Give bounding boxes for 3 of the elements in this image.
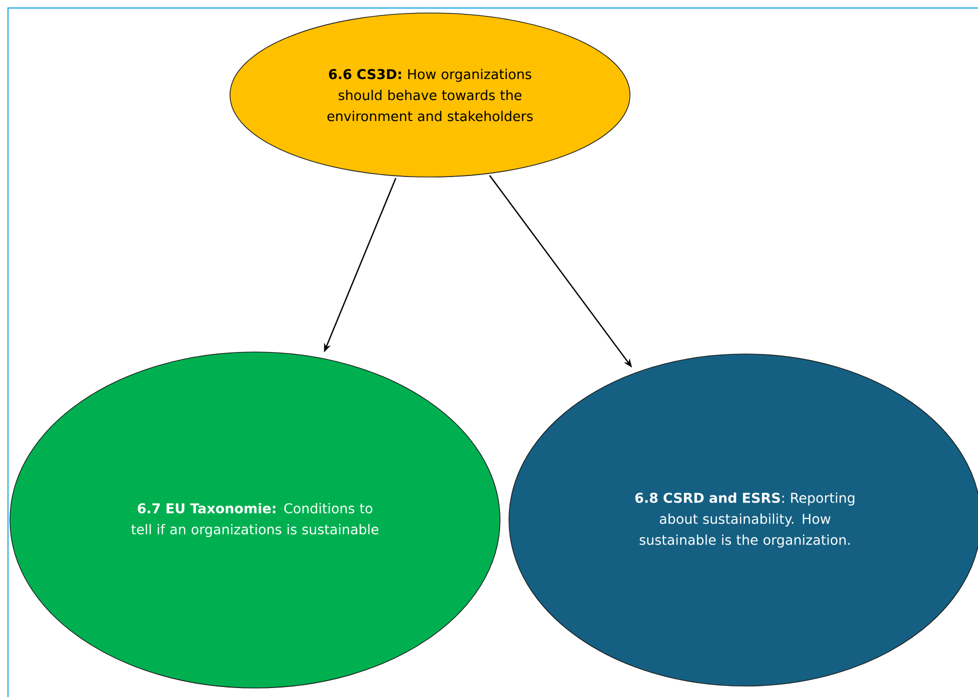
- ellipse-node: 6.6 CS3D: How organizations should behave towards the environment and stakeholders: [230, 12, 630, 178]
- ellipse-node: 6.8 CSRD and ESRS: Reporting about sustainability. How sustainable is the organization.: [508, 354, 978, 686]
- ellipse-node: 6.7 EU Taxonomie: Conditions to tell if an organizations is sustainable: [10, 352, 500, 688]
